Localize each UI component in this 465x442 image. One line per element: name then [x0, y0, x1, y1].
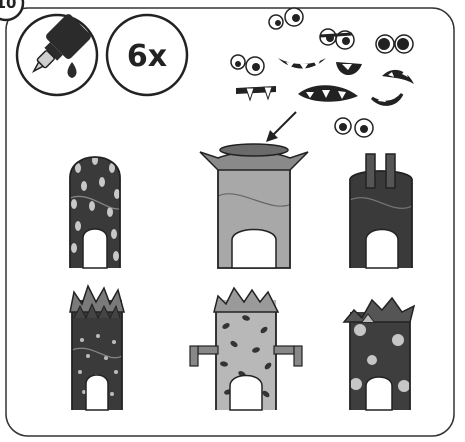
quantity-badge: 6x — [107, 15, 187, 95]
step-badge: 10 — [0, 0, 23, 20]
arrow-down-left-icon — [266, 112, 296, 142]
figure-tube-spiky-crown — [62, 286, 132, 420]
monster-face-stickers-icon — [231, 8, 414, 137]
figure-tube-dark-dotted — [60, 140, 130, 280]
figure-tube-dark-with-ears — [340, 154, 420, 280]
figure-tube-patterned-with-arms — [190, 288, 302, 420]
step-number: 10 — [0, 0, 16, 12]
figure-tube-big-dots-torn-top — [340, 298, 420, 420]
quantity-label: 6x — [127, 39, 167, 74]
glue-bottle-icon — [17, 13, 97, 95]
figure-tube-grey-with-collar — [200, 144, 308, 280]
